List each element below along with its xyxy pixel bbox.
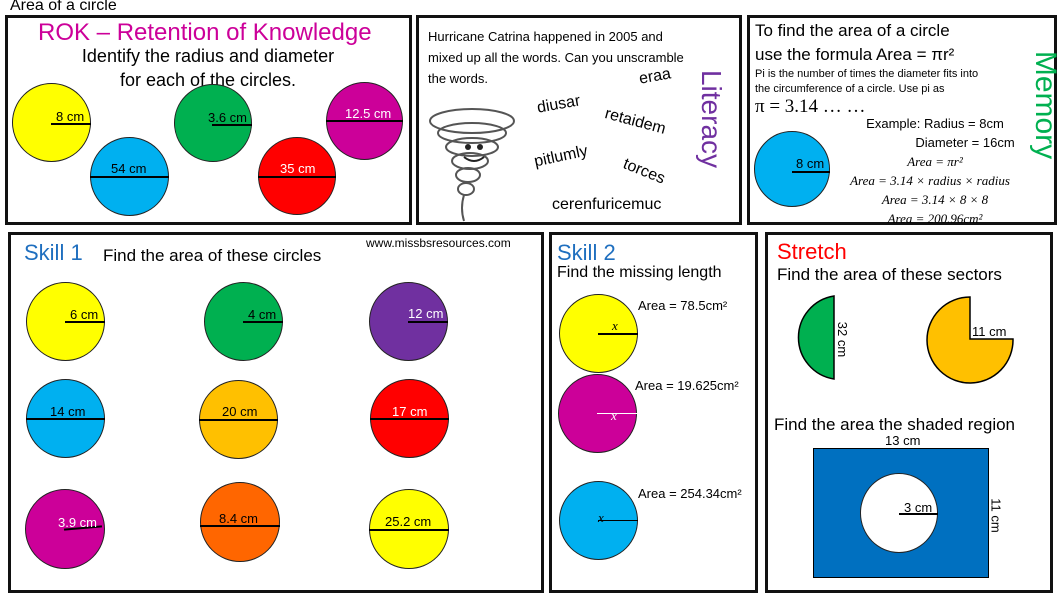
literacy-label: Literacy [696, 69, 727, 169]
semicircle-label: 32 cm [835, 321, 851, 358]
diameter-line [370, 418, 449, 420]
example-line: Area = πr² [907, 154, 963, 169]
radius-line [792, 171, 830, 173]
unknown-x: x [612, 318, 618, 333]
pi-value: π = 3.14 … … [755, 96, 866, 117]
diameter-line [26, 418, 105, 420]
circle-label: 8 cm [56, 109, 85, 124]
diameter-line [200, 525, 280, 527]
skill2-instruction: Find the missing length [557, 264, 722, 281]
hole-label: 3 cm [904, 500, 933, 515]
radius-line [598, 520, 638, 521]
circle-label: 3.6 cm [208, 110, 248, 125]
diameter-line [258, 176, 336, 178]
semicircle-shape [797, 295, 835, 380]
website-link[interactable]: www.missbsresources.com [366, 236, 511, 250]
circle-label: 3.9 cm [58, 515, 98, 530]
radius-line [598, 333, 638, 335]
example-line: Diameter = 16cm [915, 135, 1015, 150]
circle-label: 12 cm [408, 306, 444, 321]
radius-line [899, 513, 938, 515]
circle-green [174, 84, 252, 162]
scrambled-word: torces [620, 155, 668, 188]
radius-line [65, 321, 105, 323]
pi-explanation: Pi is the number of times the diameter f… [755, 68, 979, 95]
area-label: Area = 254.34cm² [638, 486, 742, 501]
circle-magenta [25, 489, 105, 569]
width-label: 13 cm [885, 433, 921, 448]
example-line: Example: Radius = 8cm [866, 116, 1004, 131]
circle-label: 35 cm [280, 161, 316, 176]
circle-label: 8 cm [796, 156, 825, 171]
scrambled-word: diusar [535, 92, 582, 117]
skill2-panel: Skill 2 Find the missing length Area = 7… [549, 232, 758, 593]
rok-panel: ROK – Retention of Knowledge Identify th… [5, 15, 412, 225]
page-title: Area of a circle [10, 0, 117, 14]
scrambled-word: retaidem [602, 105, 668, 138]
literacy-intro: Hurricane Catrina happened in 2005 and m… [428, 29, 684, 86]
example-line: Area = 3.14 × 8 × 8 [881, 192, 989, 207]
circle-label: 4 cm [248, 307, 277, 322]
circle-label: 20 cm [222, 404, 258, 419]
circle-blue [754, 131, 830, 207]
area-label: Area = 78.5cm² [638, 298, 728, 313]
sectors-instruction: Find the area of these sectors [777, 265, 1002, 284]
unknown-x: x [611, 408, 617, 423]
radius-line [51, 123, 91, 125]
skill1-title: Skill 1 [24, 240, 83, 265]
diameter-line [326, 120, 403, 122]
radius-line [212, 124, 252, 126]
diameter-line [90, 176, 169, 178]
worked-example: Example: Radius = 8cm Diameter = 16cm Ar… [830, 114, 1040, 228]
stretch-panel: Stretch Find the area of these sectors F… [765, 232, 1053, 593]
rok-title: ROK – Retention of Knowledge [38, 19, 372, 46]
example-line: Area = 200.96cm² [887, 211, 983, 226]
radius-line [408, 321, 448, 323]
tornado-icon [429, 108, 515, 222]
stretch-title: Stretch [777, 239, 847, 264]
skill2-title: Skill 2 [557, 240, 616, 265]
circle-label: 17 cm [392, 404, 428, 419]
area-label: Area = 19.625cm² [635, 378, 739, 393]
circle-yellow [12, 83, 91, 162]
unknown-x: x [598, 510, 604, 525]
scrambled-word: cerenfuricemuc [552, 196, 662, 213]
circle-label: 8.4 cm [219, 511, 259, 526]
scrambled-word: pitlumly [532, 142, 590, 171]
skill1-panel: Skill 1 Find the area of these circles w… [8, 232, 544, 593]
circle-dark-orange [200, 482, 280, 562]
height-label: 11 cm [988, 498, 1004, 533]
circle-label: 25.2 cm [385, 514, 432, 529]
example-line: Area = 3.14 × radius × radius [850, 173, 1010, 188]
literacy-panel: Hurricane Catrina happened in 2005 and m… [416, 15, 742, 225]
circle-label: 12.5 cm [345, 106, 392, 121]
circle-label: 6 cm [70, 307, 99, 322]
circle-label: 14 cm [50, 404, 86, 419]
diameter-line [369, 529, 449, 531]
skill1-instruction: Find the area of these circles [103, 246, 322, 265]
diameter-line [199, 419, 278, 421]
radius-line [597, 413, 637, 414]
circle-label: 54 cm [111, 161, 147, 176]
sector-shape [926, 296, 1014, 384]
shaded-instruction: Find the area the shaded region [774, 415, 1016, 434]
radius-line [243, 321, 283, 323]
sector-label: 11 cm [972, 324, 1007, 339]
